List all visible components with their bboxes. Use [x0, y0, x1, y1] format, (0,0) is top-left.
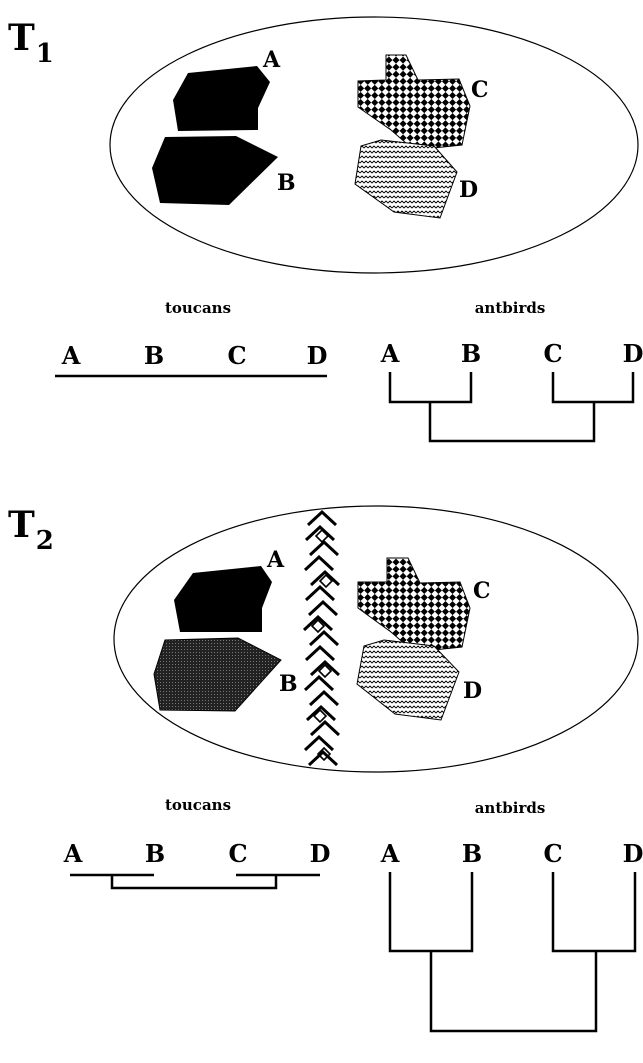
antbirds-leaf-c-t1: C — [543, 339, 562, 368]
toucans-leaf-c-t1: C — [227, 341, 246, 370]
antbirds-title-t1: antbirds — [475, 299, 546, 317]
antbirds-leaf-b-t2: B — [462, 839, 482, 868]
panel-t1: T1 A B C D toucans A B C D antbirds A B … — [8, 17, 643, 441]
region-label-c-t2: C — [473, 578, 491, 604]
region-label-c-t1: C — [471, 77, 489, 103]
antbirds-leaf-a-t1: A — [380, 339, 400, 368]
antbirds-leaf-b-t1: B — [461, 339, 481, 368]
antbirds-leaf-a-t2: A — [380, 839, 400, 868]
antbirds-leaf-d-t1: D — [623, 339, 643, 368]
antbirds-leaf-c-t2: C — [543, 839, 562, 868]
region-label-a-t2: A — [266, 547, 285, 573]
toucans-leaf-d-t1: D — [307, 341, 328, 370]
toucans-leaf-b-t2: B — [145, 839, 165, 868]
toucans-leaf-d-t2: D — [310, 839, 331, 868]
toucans-leaf-c-t2: C — [228, 839, 247, 868]
toucans-leaf-b-t1: B — [144, 341, 164, 370]
region-label-b-t2: B — [279, 671, 298, 697]
region-label-b-t1: B — [277, 170, 296, 196]
panel-t2: T2 — [8, 504, 643, 1031]
toucans-title-t2: toucans — [165, 796, 231, 814]
region-a-shape-t1 — [173, 66, 270, 131]
region-label-a-t1: A — [262, 47, 281, 73]
antbirds-tree-t2 — [390, 872, 635, 1031]
toucans-title-t1: toucans — [165, 299, 231, 317]
toucans-tree-t2 — [70, 875, 320, 888]
antbirds-title-t2: antbirds — [475, 799, 546, 817]
toucans-leaf-a-t1: A — [61, 341, 81, 370]
antbirds-tree-t1 — [390, 372, 633, 441]
region-label-d-t1: D — [459, 177, 478, 203]
region-label-d-t2: D — [463, 678, 482, 704]
time-label-t2: T2 — [8, 504, 54, 556]
antbirds-leaf-d-t2: D — [623, 839, 643, 868]
toucans-leaf-a-t2: A — [63, 839, 83, 868]
time-label-t1: T1 — [8, 17, 54, 69]
